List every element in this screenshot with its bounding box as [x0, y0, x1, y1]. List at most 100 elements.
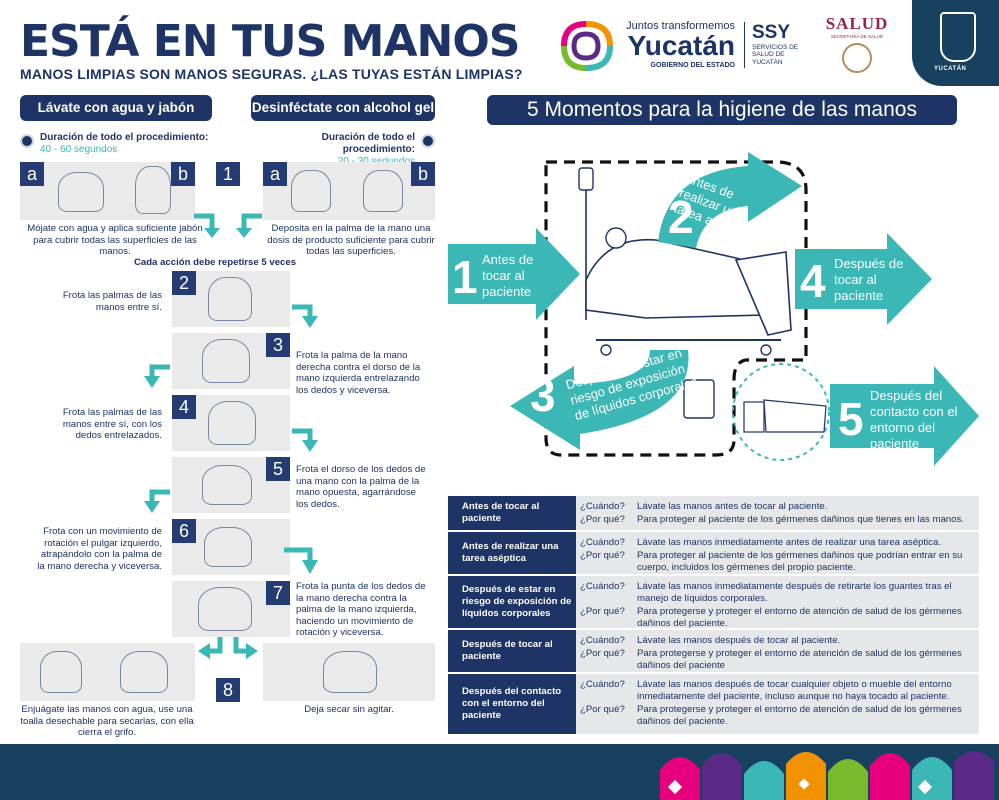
clock-icon [421, 134, 435, 148]
crest-label: YUCATÁN [934, 66, 967, 72]
arrow-down-icon [144, 364, 170, 388]
wash-step-b-label: b [171, 162, 195, 186]
wash-step1-illustration [20, 162, 195, 220]
rinse-illustration [20, 643, 195, 701]
why-text: Para protegerse y proteger el entorno de… [637, 648, 962, 671]
row-head: Después de estar en riesgo de exposición… [448, 576, 576, 628]
alcohol-duration: Duración de todo el procedimiento: 20 - … [255, 132, 415, 168]
when-text: Lávate las manos después de tocar cualqu… [637, 679, 952, 702]
ssy-title: SSY [752, 22, 791, 43]
faucet-icon [120, 651, 168, 693]
step4-text: Frota las palmas de las manos entre sí, … [62, 407, 162, 441]
why-label: ¿Por qué? [580, 648, 625, 659]
moment1-arrow [448, 228, 580, 320]
moment1-number: 1 [452, 251, 478, 303]
moment2-arrow [658, 152, 802, 248]
rinse-text: Enjuágate las manos con agua, use una to… [20, 704, 194, 738]
hand-icon [198, 587, 252, 631]
why-text: Para protegerse y proteger el entorno de… [637, 704, 962, 727]
when-label: ¿Cuándo? [580, 501, 625, 512]
table-row: Antes de tocar al paciente ¿Cuándo? Láva… [448, 496, 979, 530]
step3-label: 3 [266, 333, 290, 357]
when-text: Lávate las manos inmediatamente después … [637, 581, 952, 604]
yucatan-logo-icon [561, 21, 613, 71]
step4-label: 4 [172, 395, 196, 419]
step7-label: 7 [266, 581, 290, 605]
arrow-down-icon [292, 304, 318, 328]
brand-sub: GOBIERNO DEL ESTADO [650, 62, 735, 69]
alcohol-duration-label: Duración de todo el procedimiento: [321, 132, 415, 155]
moment3-arrow [510, 350, 689, 450]
moments-title: 5 Momentos para la higiene de las manos [487, 95, 957, 125]
when-label: ¿Cuándo? [580, 635, 625, 646]
page-subtitle: MANOS LIMPIAS SON MANOS SEGURAS. ¿LAS TU… [20, 66, 523, 82]
why-label: ¿Por qué? [580, 704, 625, 715]
wash-step-a-label: a [20, 162, 44, 186]
step7-text: Frota la punta de los dedos de la mano d… [296, 581, 426, 638]
hand-icon [208, 277, 252, 321]
why-text: Para protegerse y proteger el entorno de… [637, 606, 962, 629]
footer-band [0, 744, 999, 800]
page-title: ESTÁ EN TUS MANOS [20, 16, 520, 67]
logo-divider [744, 22, 745, 68]
wash-duration-label: Duración de todo el procedimiento: [40, 132, 209, 143]
moments-diagram [544, 160, 830, 461]
step5-text: Frota el dorso de los dedos de una mano … [296, 464, 426, 510]
wash-step1-text: Mójate con agua y aplica suficiente jabó… [27, 223, 203, 257]
step3-text: Frota la palma de la mano derecha contra… [296, 350, 421, 396]
salud-logo: SALUD SECRETARÍA DE SALUD [822, 14, 892, 73]
hand-icon [204, 527, 252, 567]
when-label: ¿Cuándo? [580, 581, 625, 592]
hand-icon [58, 172, 104, 212]
why-label: ¿Por qué? [580, 606, 625, 617]
table-row: Antes de realizar una tarea aséptica ¿Cu… [448, 532, 979, 574]
alcohol-title: Desinféctate con alcohol gel [251, 95, 435, 121]
arrow-down-icon [144, 489, 170, 513]
when-text: Lávate las manos antes de tocar al pacie… [637, 501, 828, 512]
salud-sub: SECRETARÍA DE SALUD [831, 34, 883, 39]
wash-title: Lávate con agua y jabón [20, 95, 212, 121]
step1-label: 1 [216, 162, 240, 186]
gel-bottle-icon [363, 170, 403, 212]
step8-label: 8 [216, 678, 240, 702]
split-arrow-icon [198, 637, 258, 659]
hand-icon [40, 651, 82, 693]
alcohol-duration-value: 20 - 30 segundos [255, 156, 415, 168]
table-row: Después del contacto con el entorno del … [448, 674, 979, 734]
ssy-logo: SSY SERVICIOS DE SALUD DE YUCATÁN [752, 22, 812, 66]
why-text: Para proteger al paciente de los gérmene… [637, 550, 963, 573]
decorative-pattern-icon [660, 751, 994, 800]
brand-name: Yucatán [627, 30, 735, 61]
step6-text: Frota con un movimiento de rotación el p… [37, 526, 162, 572]
step6-label: 6 [172, 519, 196, 543]
wash-duration: Duración de todo el procedimiento: 40 - … [40, 132, 208, 156]
step5-label: 5 [266, 457, 290, 481]
clock-icon [20, 134, 34, 148]
moment4-number: 4 [800, 255, 826, 307]
hand-icon [202, 465, 252, 505]
row-head: Antes de tocar al paciente [448, 496, 576, 530]
step2-label: 2 [172, 271, 196, 295]
patient-zone [544, 160, 808, 457]
brand-tagline: Juntos transformemos [626, 20, 735, 32]
moment5-number: 5 [838, 393, 864, 445]
repeat-note: Cada acción debe repetirse 5 veces [133, 257, 297, 268]
step2-text: Frota las palmas de las manos entre sí. [62, 290, 162, 313]
alcohol-step-a-label: a [263, 162, 287, 186]
when-text: Lávate las manos inmediatamente antes de… [637, 537, 941, 548]
arrow-down-icon [284, 547, 318, 574]
wash-duration-value: 40 - 60 segundos [40, 144, 118, 155]
moment5-arrow [830, 366, 979, 466]
bedside-table-icon [743, 401, 765, 433]
row-head: Después de tocar al paciente [448, 630, 576, 672]
hand-icon [202, 339, 250, 383]
dry-text: Deja secar sin agitar. [304, 704, 394, 715]
hospital-bed-icon [585, 238, 767, 319]
iv-bag-icon [578, 167, 594, 191]
table-row: Después de tocar al paciente ¿Cuándo? Lá… [448, 630, 979, 672]
soap-dispenser-icon [135, 166, 171, 214]
dry-illustration [263, 643, 435, 701]
moment1-text: Antes de tocar al paciente [482, 252, 534, 299]
alcohol-step-b-label: b [411, 162, 435, 186]
moment4-text: Después de tocar al paciente [834, 256, 904, 303]
